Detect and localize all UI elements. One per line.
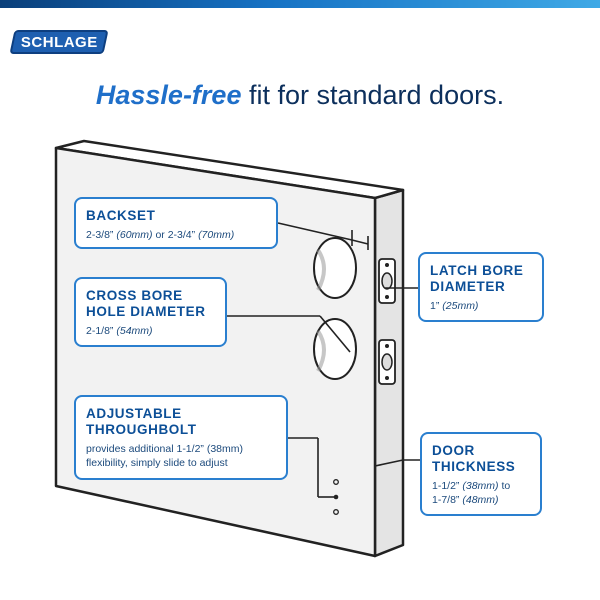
backset-title: BACKSET xyxy=(86,208,156,223)
latch-plate-upper xyxy=(378,258,396,304)
backset-metric-2: (70mm) xyxy=(198,229,235,241)
door-thickness-line-2: 1-7/8” (48mm) xyxy=(432,493,530,507)
callout-cross-bore: CROSS BORE HOLE DIAMETER 2-1/8” (54mm) xyxy=(74,277,227,347)
latch-bore-desc: 1” (25mm) xyxy=(430,299,532,313)
backset-value-2: or 2-3/4” xyxy=(152,229,199,241)
throughbolt-desc: provides additional 1-1/2” (38mm) flexib… xyxy=(86,442,276,470)
throughbolt-slot xyxy=(333,479,339,515)
throughbolt-title-1: ADJUSTABLE xyxy=(86,406,182,421)
thickness-min-value: 1-1/2” xyxy=(432,480,463,492)
latch-bore-title-1: LATCH BORE xyxy=(430,263,524,278)
door-thickness-desc: 1-1/2” (38mm) to 1-7/8” (48mm) xyxy=(432,479,530,507)
callout-door-thickness: DOOR THICKNESS 1-1/2” (38mm) to 1-7/8” (… xyxy=(420,432,542,516)
callout-throughbolt: ADJUSTABLE THROUGHBOLT provides addition… xyxy=(74,395,288,480)
headline-rest: fit for standard doors. xyxy=(241,80,505,110)
callout-backset: BACKSET 2-3/8” (60mm) or 2-3/4” (70mm) xyxy=(74,197,278,249)
latch-bore-value: 1” xyxy=(430,300,443,312)
backset-value-1: 2-3/8” xyxy=(86,229,117,241)
thickness-min-metric: (38mm) xyxy=(462,480,499,492)
brand-gradient-bar xyxy=(0,0,600,8)
latch-bore-metric: (25mm) xyxy=(442,300,479,312)
throughbolt-desc-line-2: flexibility, simply slide to adjust xyxy=(86,457,228,469)
cross-bore-value: 2-1/8” xyxy=(86,325,117,337)
cross-bore-hole-upper xyxy=(313,237,357,299)
throughbolt-desc-line-1: provides additional 1-1/2” (38mm) xyxy=(86,443,243,455)
backset-metric-1: (60mm) xyxy=(116,229,153,241)
headline: Hassle-free fit for standard doors. xyxy=(0,80,600,111)
headline-emphasis: Hassle-free xyxy=(95,80,242,110)
door-thickness-title-1: DOOR xyxy=(432,443,475,458)
thickness-max-value: 1-7/8” xyxy=(432,494,463,506)
cross-bore-metric: (54mm) xyxy=(116,325,153,337)
door-thickness-title-2: THICKNESS xyxy=(432,459,516,474)
latch-bore-title-2: DIAMETER xyxy=(430,279,506,294)
thickness-to: to xyxy=(498,480,511,492)
cross-bore-desc: 2-1/8” (54mm) xyxy=(86,324,215,338)
latch-plate-lower xyxy=(378,339,396,385)
cross-bore-title-1: CROSS BORE xyxy=(86,288,183,303)
backset-desc: 2-3/8” (60mm) or 2-3/4” (70mm) xyxy=(86,228,266,242)
door-thickness-line-1: 1-1/2” (38mm) to xyxy=(432,479,530,493)
cross-bore-title-2: HOLE DIAMETER xyxy=(86,304,206,319)
callout-latch-bore: LATCH BORE DIAMETER 1” (25mm) xyxy=(418,252,544,322)
cross-bore-hole-lower xyxy=(313,318,357,380)
throughbolt-title-2: THROUGHBOLT xyxy=(86,422,197,437)
leader-lines xyxy=(227,222,420,498)
thickness-max-metric: (48mm) xyxy=(462,494,499,506)
